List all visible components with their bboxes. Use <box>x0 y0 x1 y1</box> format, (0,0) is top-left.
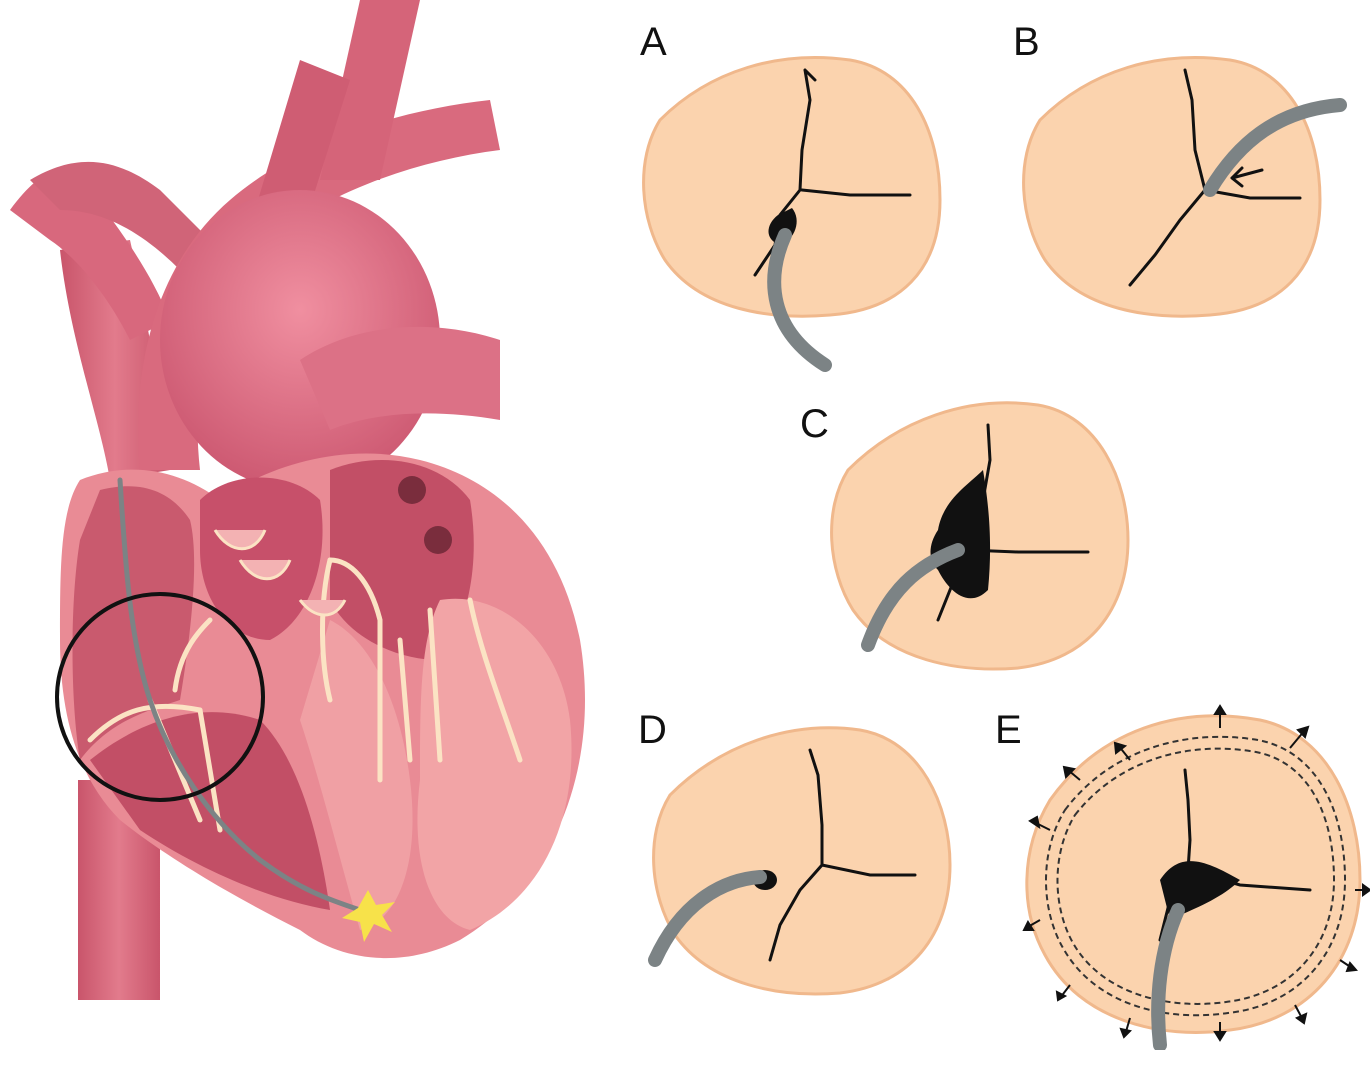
pulmonary-artery <box>300 326 500 430</box>
catheter <box>648 870 767 967</box>
valve-cusps <box>213 529 347 617</box>
valve-leaflet-fold <box>930 470 991 599</box>
panel-label-c: C <box>800 402 829 446</box>
pulmonary-vein-2 <box>424 526 452 554</box>
annulus-dilation-ring-inner <box>1056 747 1336 1005</box>
arrow-icon <box>1230 166 1264 188</box>
valve-annulus <box>1022 56 1322 318</box>
brachiocephalic-artery <box>320 0 420 180</box>
catheter <box>767 228 832 372</box>
valve-panel-d <box>648 726 952 996</box>
left-ventricle <box>417 598 572 930</box>
aortic-valve-chamber <box>200 477 323 640</box>
panel-label-d: D <box>638 708 667 752</box>
catheter <box>1203 98 1347 197</box>
upper-branch-vessel <box>30 161 210 270</box>
heart-illustration <box>10 0 585 1000</box>
dilation-arrows <box>1022 704 1370 1042</box>
valve-annulus <box>642 56 942 318</box>
valve-panel-e <box>1022 704 1370 1050</box>
annulus-dilation-ring <box>1045 735 1347 1017</box>
valve-panel-c <box>830 401 1130 671</box>
valve-panel-a <box>642 56 942 372</box>
valve-panel-b <box>1022 56 1347 318</box>
panel-label-b: B <box>1013 20 1040 64</box>
valve-coaptation-line <box>768 748 917 962</box>
panel-label-e: E <box>995 708 1022 752</box>
catheter <box>861 543 965 652</box>
pulmonary-vein-1 <box>398 476 426 504</box>
valve-annulus <box>652 726 952 996</box>
inferior-vena-cava <box>78 780 160 1000</box>
zoom-circle <box>55 592 265 802</box>
catheter-lead <box>117 477 363 913</box>
left-branch-vessel <box>10 172 170 340</box>
catheter <box>1151 903 1185 1050</box>
panel-label-a: A <box>640 20 667 64</box>
spark-icon <box>342 890 395 942</box>
